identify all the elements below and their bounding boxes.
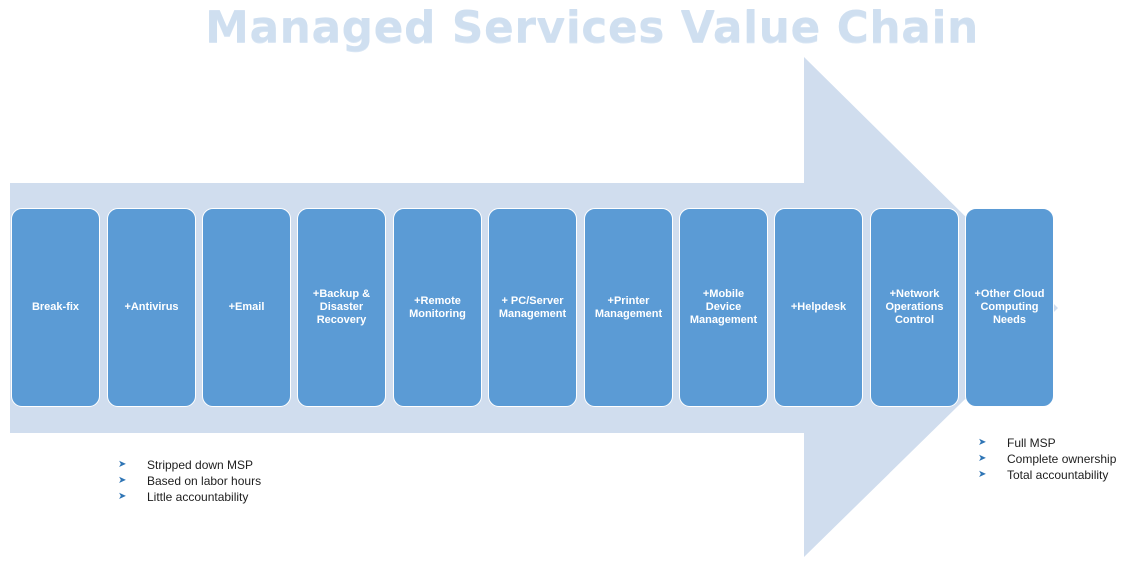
list-item: ➤Little accountability [118, 490, 249, 504]
step-box-email: +Email [202, 208, 291, 407]
list-item: ➤Stripped down MSP [118, 458, 254, 472]
chevron-right-icon: ➤ [118, 491, 127, 502]
step-box-antivirus: +Antivirus [107, 208, 196, 407]
list-item: ➤Total accountability [978, 468, 1109, 482]
step-box-helpdesk: +Helpdesk [774, 208, 863, 407]
list-item: ➤Based on labor hours [118, 474, 262, 488]
step-box-backup-recovery: +Backup & Disaster Recovery [297, 208, 386, 407]
list-item: ➤Complete ownership [978, 452, 1117, 466]
step-box-remote-monitoring: +Remote Monitoring [393, 208, 482, 407]
chevron-right-icon: ➤ [978, 453, 987, 464]
chevron-right-icon: ➤ [118, 475, 127, 486]
step-box-mobile-device: +Mobile Device Management [679, 208, 768, 407]
step-box-break-fix: Break-fix [11, 208, 100, 407]
step-box-network-ops: +Network Operations Control [870, 208, 959, 407]
step-box-printer: +Printer Management [584, 208, 673, 407]
chevron-right-icon: ➤ [978, 469, 987, 480]
chevron-right-icon: ➤ [978, 437, 987, 448]
chevron-right-icon: ➤ [118, 459, 127, 470]
right-notes-list: ➤Full MSP ➤Complete ownership ➤Total acc… [978, 435, 1116, 483]
step-box-other-cloud: +Other Cloud Computing Needs [965, 208, 1054, 407]
diagram-title: Managed Services Value Chain [205, 2, 979, 53]
left-notes-list: ➤Stripped down MSP ➤Based on labor hours… [118, 457, 261, 505]
list-item: ➤Full MSP [978, 436, 1056, 450]
step-box-pc-server: + PC/Server Management [488, 208, 577, 407]
